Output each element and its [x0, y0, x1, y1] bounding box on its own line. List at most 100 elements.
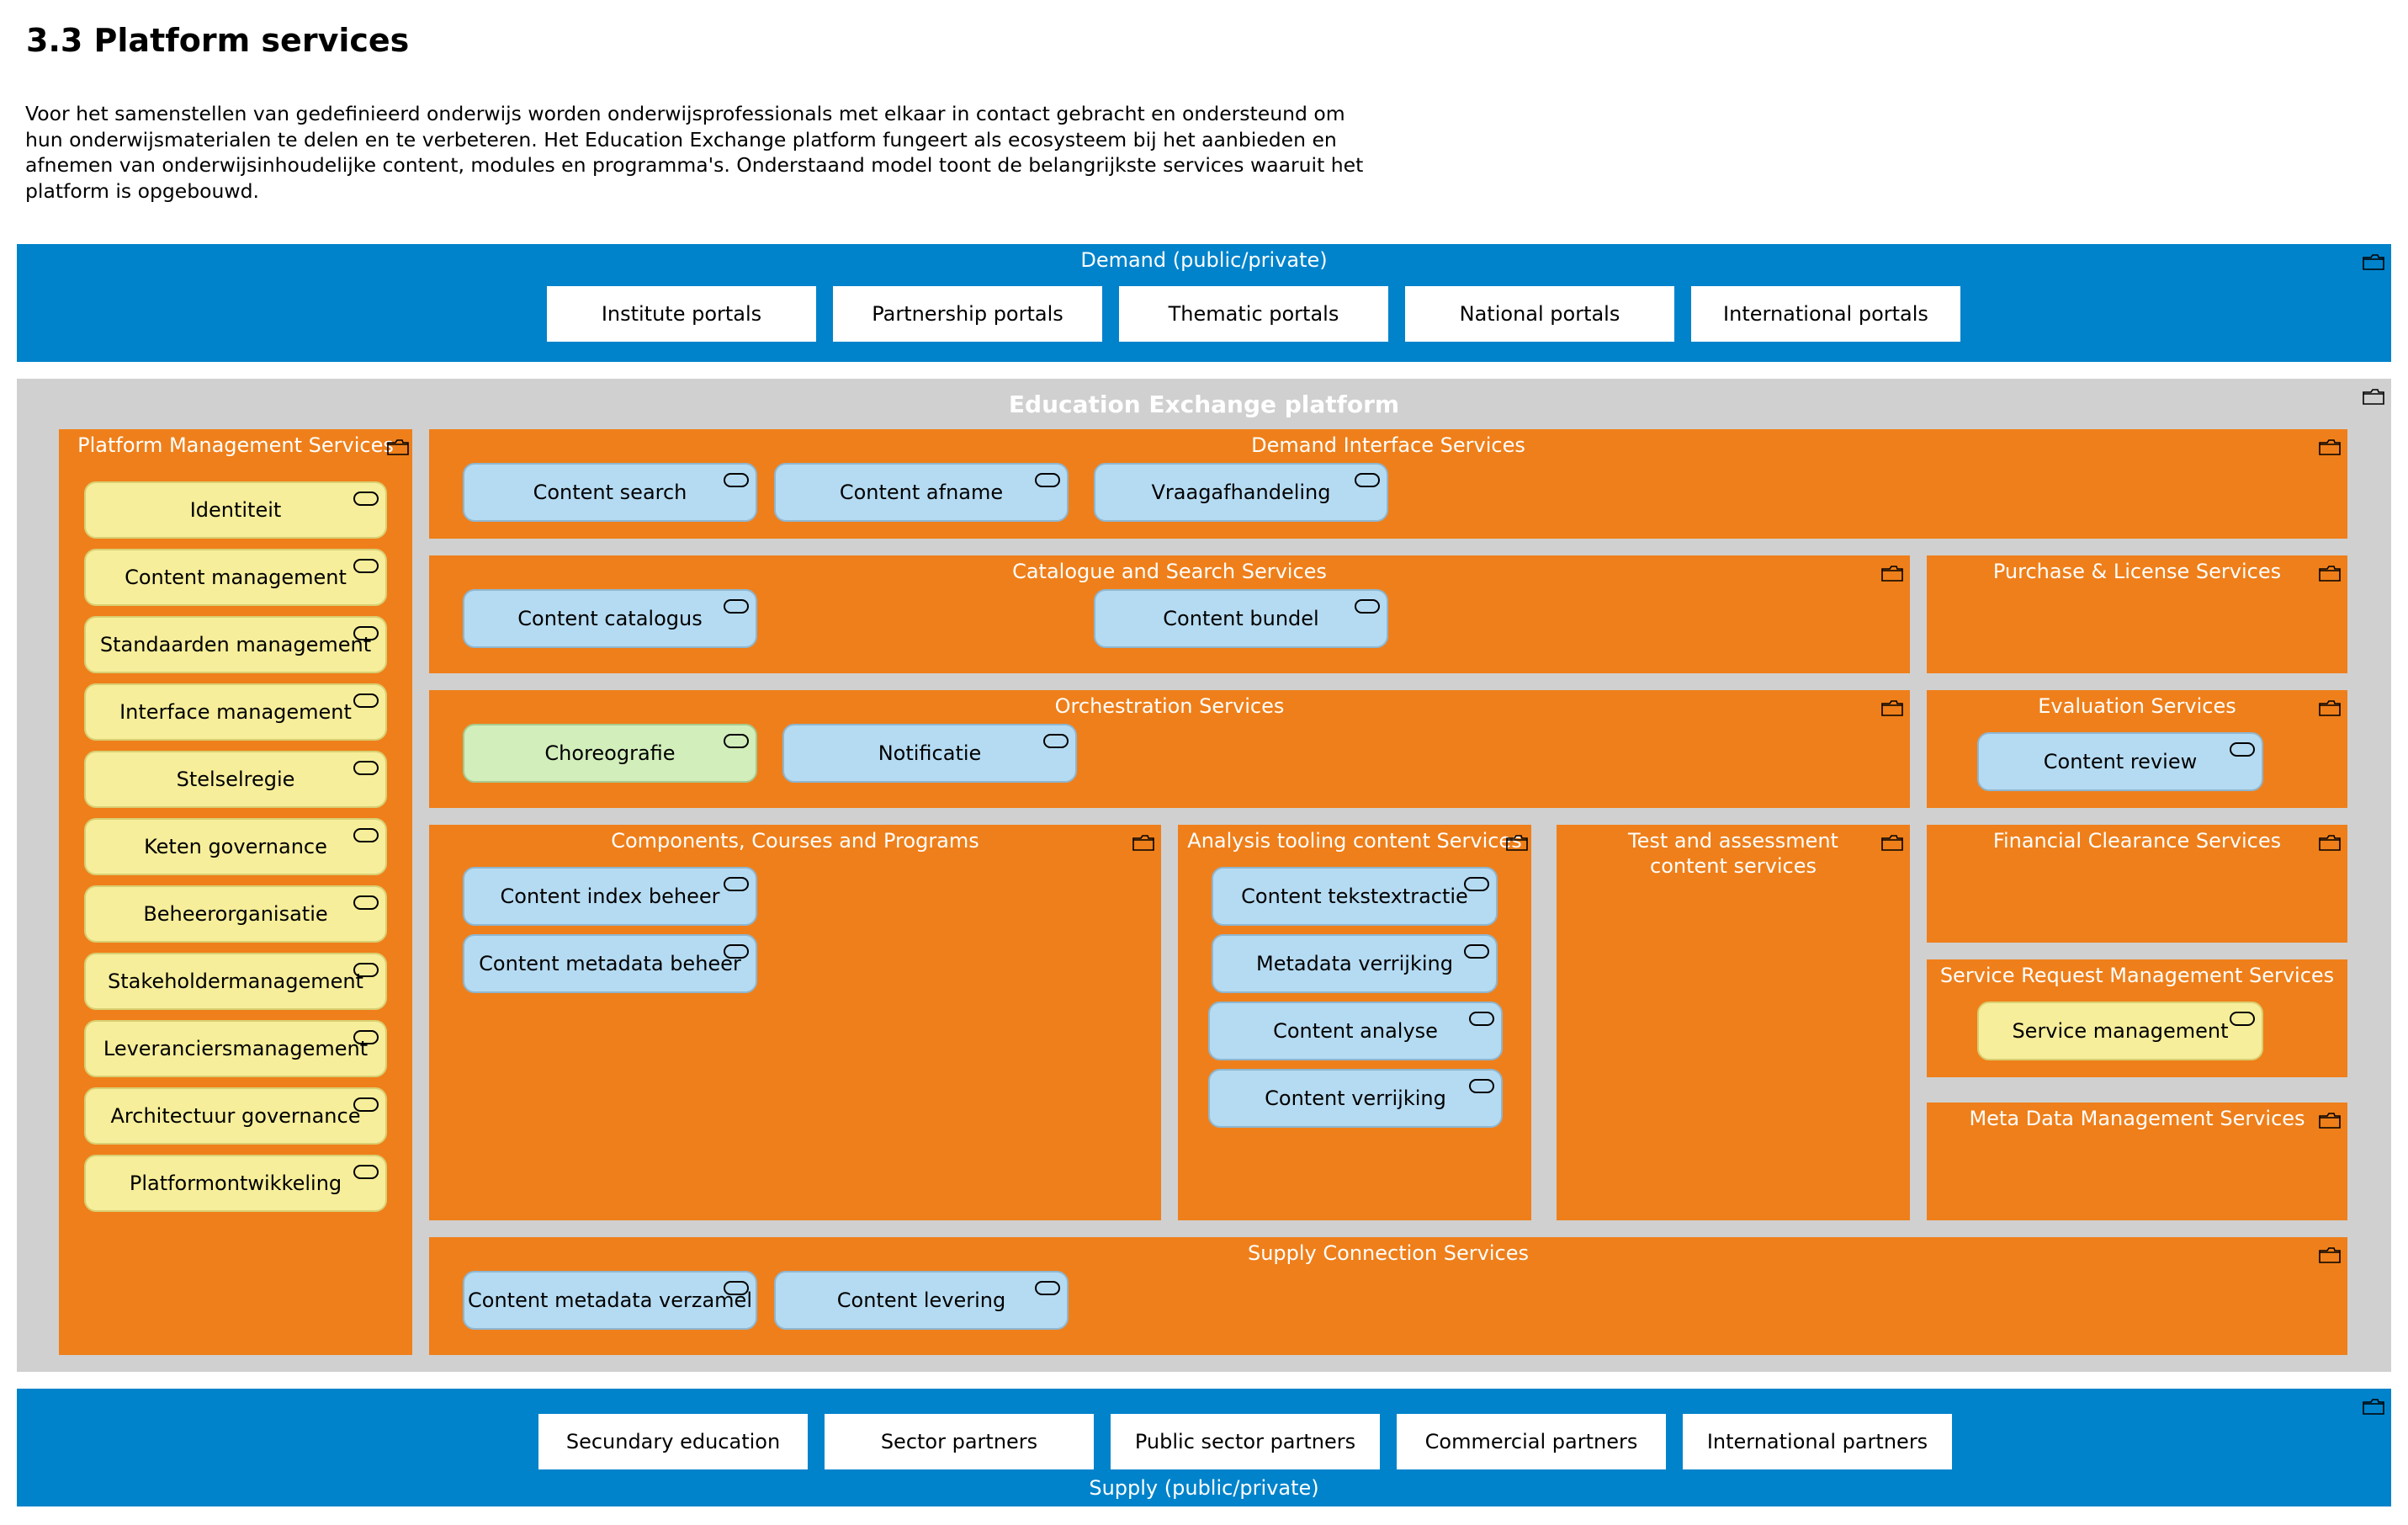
service-icon — [353, 895, 379, 910]
service-leveranciersmanagement[interactable]: Leveranciersmanagement — [84, 1020, 387, 1077]
service-content-index-beheer[interactable]: Content index beheer — [463, 867, 757, 926]
service-icon — [1464, 877, 1489, 891]
group-financial-clearance: Financial Clearance Services — [1927, 825, 2347, 943]
service-content-verrijking[interactable]: Content verrijking — [1208, 1069, 1503, 1128]
group-metadata-management: Meta Data Management Services — [1927, 1103, 2347, 1220]
group-orchestration: Orchestration Services Choreografie Noti… — [429, 690, 1910, 808]
partner-box[interactable]: Public sector partners — [1111, 1414, 1380, 1469]
folder-icon — [2363, 254, 2384, 270]
group-title: Analysis tooling content Services — [1187, 829, 1522, 853]
service-icon — [1035, 473, 1060, 487]
service-label: Content tekstextractie — [1241, 885, 1468, 908]
demand-label: Demand (public/private) — [1080, 248, 1328, 272]
folder-icon — [2319, 1247, 2341, 1263]
group-platform-management: Platform Management Services Identiteit … — [59, 429, 412, 1355]
service-architectuur-governance[interactable]: Architectuur governance — [84, 1087, 387, 1145]
group-title: Orchestration Services — [1054, 694, 1285, 718]
service-label: Content afname — [839, 481, 1004, 504]
service-content-levering[interactable]: Content levering — [774, 1271, 1069, 1330]
folder-icon — [1881, 700, 1903, 716]
service-icon — [1043, 734, 1069, 748]
partner-box[interactable]: Sector partners — [825, 1414, 1094, 1469]
service-icon — [353, 761, 379, 775]
group-title: Catalogue and Search Services — [1012, 560, 1327, 583]
service-icon — [724, 473, 749, 487]
service-icon — [1355, 599, 1380, 614]
group-title: Test and assessment content services — [1628, 829, 1838, 878]
service-vraagafhandeling[interactable]: Vraagafhandeling — [1094, 463, 1388, 522]
service-label: Identiteit — [189, 498, 282, 522]
group-title: Financial Clearance Services — [1992, 829, 2282, 853]
service-icon — [353, 559, 379, 573]
platform-title: Education Exchange platform — [1008, 391, 1400, 418]
service-label: Notificatie — [878, 741, 982, 765]
partner-box[interactable]: Commercial partners — [1397, 1414, 1666, 1469]
service-notificatie[interactable]: Notificatie — [782, 724, 1077, 783]
group-title: Platform Management Services — [77, 433, 394, 457]
service-label: Content index beheer — [500, 885, 720, 908]
service-content-afname[interactable]: Content afname — [774, 463, 1069, 522]
service-icon — [724, 1281, 749, 1295]
group-title: Components, Courses and Programs — [611, 829, 979, 853]
portal-box[interactable]: National portals — [1405, 286, 1674, 342]
service-icon — [353, 492, 379, 506]
service-stelselregie[interactable]: Stelselregie — [84, 751, 387, 808]
service-content-bundel[interactable]: Content bundel — [1094, 589, 1388, 648]
service-service-management[interactable]: Service management — [1977, 1002, 2263, 1060]
group-title: Evaluation Services — [2038, 694, 2236, 718]
partner-box[interactable]: Secundary education — [538, 1414, 808, 1469]
service-content-metadata-verzamel[interactable]: Content metadata verzamel — [463, 1271, 757, 1330]
folder-icon — [2319, 566, 2341, 582]
group-title: Service Request Management Services — [1939, 964, 2335, 987]
group-evaluation: Evaluation Services Content review — [1927, 690, 2347, 808]
partner-box[interactable]: International partners — [1683, 1414, 1952, 1469]
page-title: 3.3 Platform services — [26, 22, 410, 59]
service-content-management[interactable]: Content management — [84, 549, 387, 606]
service-content-analyse[interactable]: Content analyse — [1208, 1002, 1503, 1060]
service-content-catalogus[interactable]: Content catalogus — [463, 589, 757, 648]
service-platformontwikkeling[interactable]: Platformontwikkeling — [84, 1155, 387, 1212]
service-label: Choreografie — [544, 741, 676, 765]
service-label: Architectuur governance — [110, 1104, 361, 1128]
service-keten-governance[interactable]: Keten governance — [84, 818, 387, 875]
service-content-tekstextractie[interactable]: Content tekstextractie — [1212, 867, 1498, 926]
service-metadata-verrijking[interactable]: Metadata verrijking — [1212, 934, 1498, 993]
service-label: Service management — [2012, 1019, 2229, 1043]
service-label: Stakeholdermanagement — [108, 970, 363, 993]
service-label: Beheerorganisatie — [143, 902, 328, 926]
service-content-metadata-beheer[interactable]: Content metadata beheer — [463, 934, 757, 993]
portal-box[interactable]: Institute portals — [547, 286, 816, 342]
portal-box[interactable]: International portals — [1691, 286, 1960, 342]
folder-icon — [2319, 835, 2341, 851]
group-test-assessment: Test and assessment content services — [1557, 825, 1910, 1220]
folder-icon — [1506, 835, 1528, 851]
service-icon — [1469, 1079, 1494, 1093]
service-icon — [724, 734, 749, 748]
group-components-courses-programs: Components, Courses and Programs Content… — [429, 825, 1161, 1220]
service-content-search[interactable]: Content search — [463, 463, 757, 522]
folder-icon — [1881, 566, 1903, 582]
service-stakeholdermanagement[interactable]: Stakeholdermanagement — [84, 953, 387, 1010]
service-content-review[interactable]: Content review — [1977, 732, 2263, 791]
service-beheerorganisatie[interactable]: Beheerorganisatie — [84, 885, 387, 943]
service-label: Metadata verrijking — [1256, 952, 1453, 975]
service-standaarden-management[interactable]: Standaarden management — [84, 616, 387, 673]
group-catalogue-search: Catalogue and Search Services Content ca… — [429, 555, 1910, 673]
service-label: Leveranciersmanagement — [103, 1037, 369, 1060]
service-icon — [724, 877, 749, 891]
portal-box[interactable]: Partnership portals — [833, 286, 1102, 342]
service-label: Content review — [2043, 750, 2198, 773]
group-purchase-license: Purchase & License Services — [1927, 555, 2347, 673]
group-analysis-tooling: Analysis tooling content Services Conten… — [1178, 825, 1531, 1220]
folder-icon — [1132, 835, 1154, 851]
portal-box[interactable]: Thematic portals — [1119, 286, 1388, 342]
service-identiteit[interactable]: Identiteit — [84, 481, 387, 539]
service-choreografie[interactable]: Choreografie — [463, 724, 757, 783]
service-icon — [353, 1030, 379, 1044]
group-title: Meta Data Management Services — [1969, 1107, 2305, 1130]
folder-icon — [2319, 439, 2341, 455]
service-label: Platformontwikkeling — [129, 1172, 342, 1195]
service-icon — [1035, 1281, 1060, 1295]
service-interface-management[interactable]: Interface management — [84, 683, 387, 741]
service-icon — [1355, 473, 1380, 487]
